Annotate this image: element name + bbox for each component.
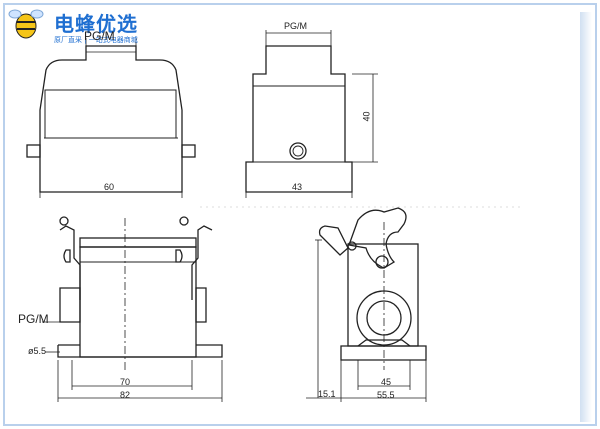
top-side-gland-hole — [289, 142, 307, 160]
top-front-pg-label: PG/M — [84, 29, 115, 43]
top-front-width-label: 60 — [104, 182, 115, 192]
bottom-front-view — [57, 216, 223, 358]
bottom-front-outer-label: 82 — [120, 390, 131, 400]
top-side-pg-label: PG/M — [284, 21, 308, 31]
top-front-view — [26, 45, 196, 193]
brand-tagline: 原厂直采 | 一站式电器商城 — [54, 36, 138, 44]
top-side-width-label: 43 — [292, 182, 303, 192]
bottom-side-outer-label: 55.5 — [377, 390, 395, 400]
bottom-front-inner-label: 70 — [120, 377, 131, 387]
top-side-view — [245, 45, 353, 193]
bee-icon — [8, 9, 44, 39]
bottom-side-left-label: 15.1 — [318, 389, 336, 399]
top-front-right-tab — [181, 144, 196, 158]
top-front-dims — [39, 38, 183, 198]
sheet-edge-shadow — [580, 12, 592, 422]
bottom-front-dims — [42, 218, 223, 402]
sheet-border — [3, 3, 597, 426]
top-front-panel — [44, 89, 177, 139]
bottom-side-inner-label: 45 — [381, 377, 392, 387]
top-front-left-tab — [26, 144, 41, 158]
bottom-side-dims — [306, 222, 427, 402]
bottom-front-hole-label: ø5.5 — [28, 346, 47, 356]
watermark-logo: 电蜂优选 原厂直采 | 一站式电器商城 — [4, 6, 174, 46]
bottom-front-pg-label: PG/M — [18, 312, 49, 326]
top-side-dims — [245, 30, 378, 198]
top-side-height-label: 40 — [361, 111, 372, 122]
bottom-side-view — [318, 207, 427, 361]
brand-name: 电蜂优选 — [54, 12, 138, 36]
